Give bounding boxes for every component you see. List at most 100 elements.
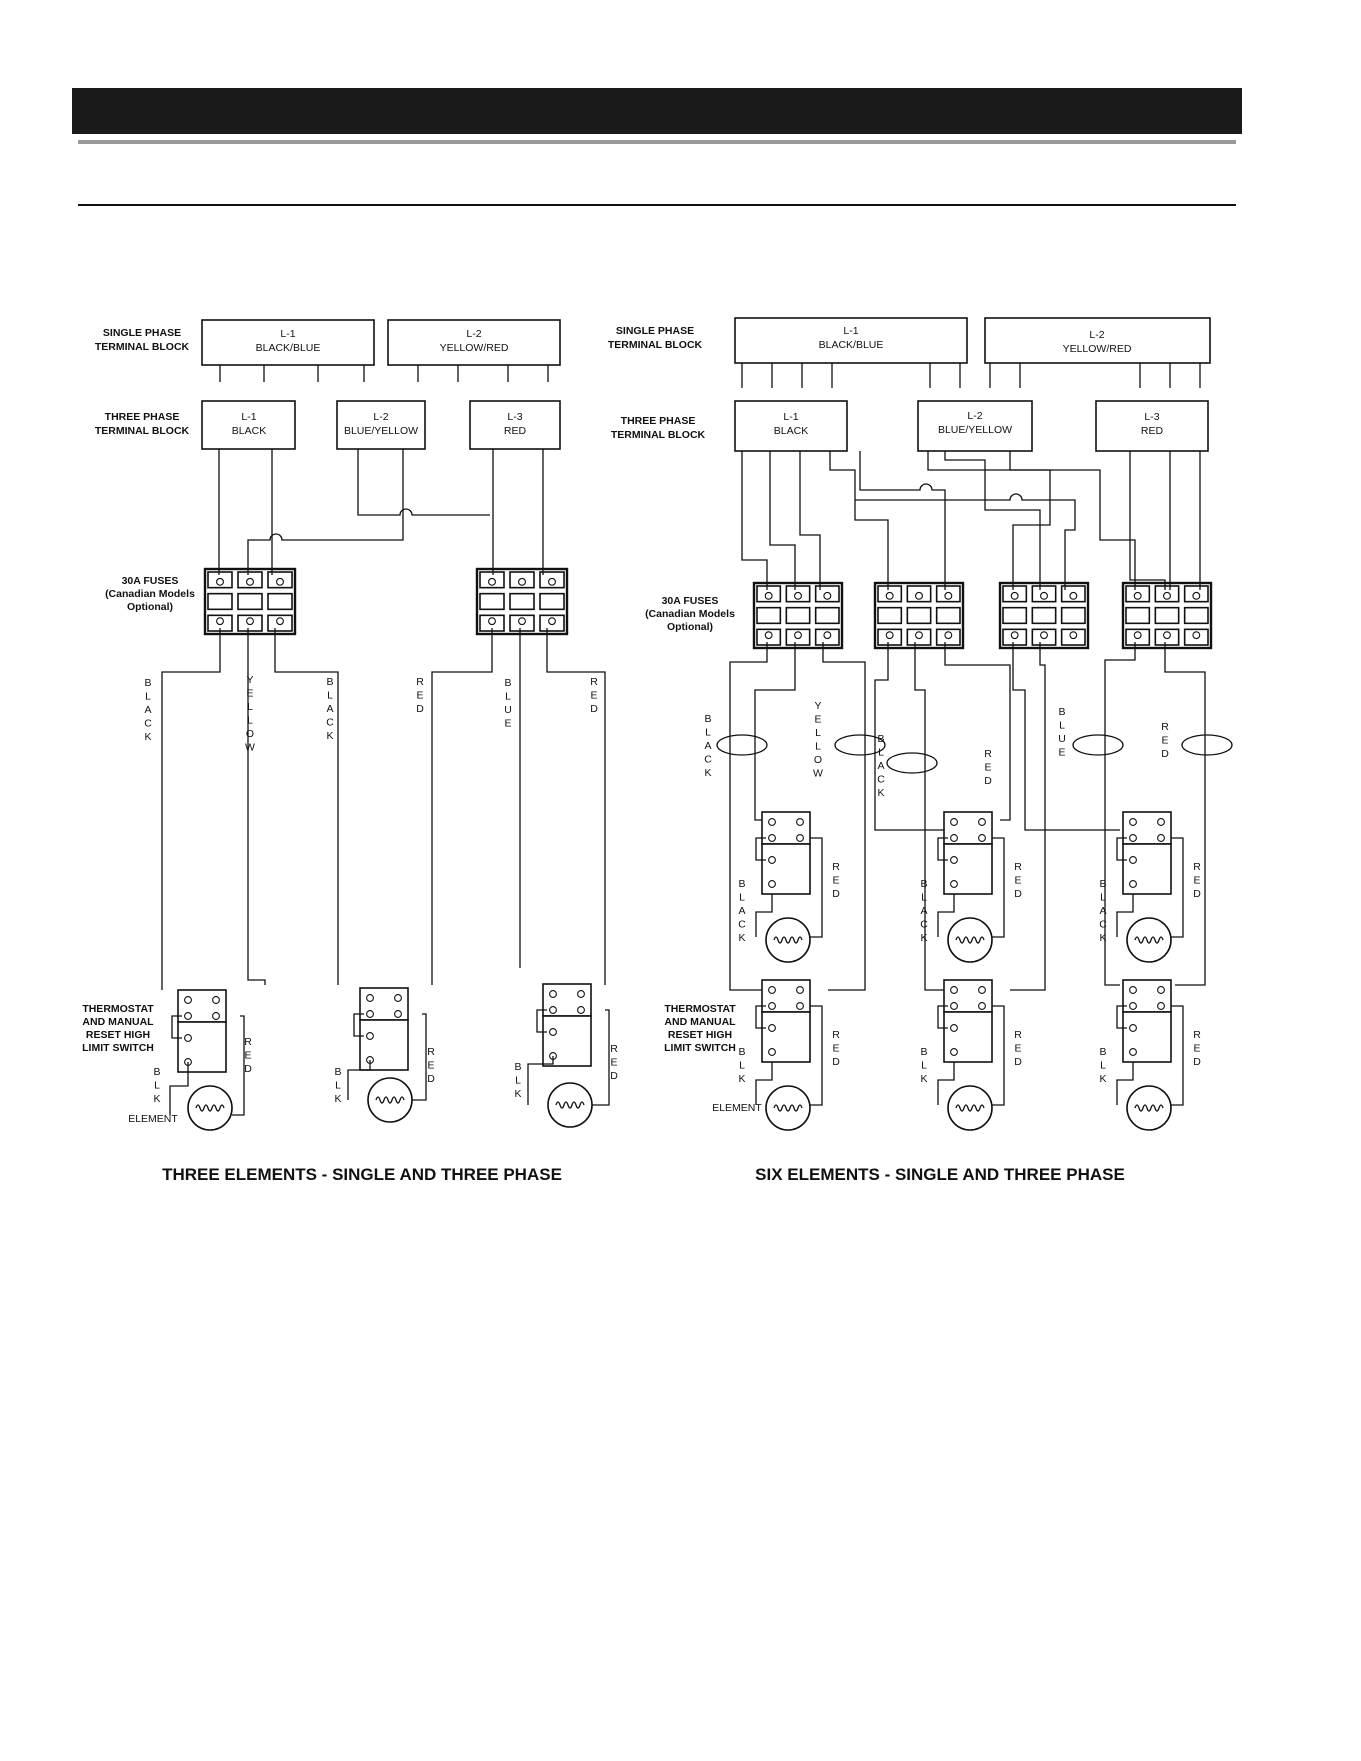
element-coil: [773, 936, 803, 944]
thermostat-switch-left-1: [171, 989, 227, 1073]
fuse-cell: [1183, 606, 1209, 625]
wire-blk-loop-r5: [937, 1062, 955, 1105]
wire-label-red-loop-3: RED: [610, 1043, 618, 1082]
wire-r-d: [829, 451, 889, 590]
heating-element: [947, 1085, 993, 1131]
r-wire-label-red-loop-4: RED: [832, 1029, 840, 1068]
r-fuses-label-3: Optional): [667, 621, 713, 633]
wire-r-black-1: [729, 642, 768, 991]
wire-r-drop-2a: [874, 642, 950, 831]
svg-text:B: B: [504, 677, 511, 689]
element-label-left: ELEMENT: [128, 1113, 178, 1125]
svg-text:C: C: [738, 919, 746, 931]
wire-r-blue-1: [944, 642, 1011, 821]
switch-terminal: [1129, 1024, 1137, 1032]
svg-text:B: B: [1099, 878, 1106, 890]
fuse-terminal: [276, 617, 284, 626]
svg-text:R: R: [832, 1029, 840, 1041]
thermostat-switch-right-1: [755, 811, 811, 895]
element-coil: [773, 1104, 803, 1112]
fuse-terminal: [1192, 591, 1201, 600]
svg-text:B: B: [144, 677, 151, 689]
wire-blk-loop-2: [347, 1060, 371, 1100]
r-wire-label-red-loop-5: RED: [1014, 1029, 1022, 1068]
r-wire-label-red-loop-3: RED: [1193, 861, 1201, 900]
svg-text:D: D: [1014, 1056, 1022, 1068]
fuse-terminal: [246, 577, 254, 586]
switch-terminal: [1129, 1048, 1137, 1056]
svg-text:K: K: [144, 731, 151, 743]
svg-text:E: E: [244, 1050, 251, 1062]
fuse-cell: [267, 592, 293, 611]
svg-text:D: D: [427, 1073, 435, 1085]
switch-terminal: [1129, 856, 1137, 864]
svg-text:D: D: [1193, 1056, 1201, 1068]
svg-text:E: E: [590, 690, 597, 702]
svg-text:R: R: [1161, 721, 1169, 733]
svg-text:K: K: [1099, 1073, 1106, 1085]
section-rule: [78, 204, 1236, 206]
svg-text:B: B: [1099, 1046, 1106, 1058]
heating-element: [547, 1082, 593, 1128]
wire-r-h: [944, 451, 1041, 590]
r-block-l2-name: L-2: [1089, 329, 1104, 341]
wire-r-red-3: [1104, 642, 1136, 986]
r-thermostat-label-3: RESET HIGH: [668, 1029, 732, 1041]
fuse-cell: [207, 592, 233, 611]
caption-left: THREE ELEMENTS - SINGLE AND THREE PHASE: [162, 1165, 562, 1184]
svg-text:C: C: [920, 919, 928, 931]
block-l1-color: BLACK/BLUE: [256, 342, 321, 354]
svg-text:E: E: [1014, 875, 1021, 887]
heating-element-right-4: [765, 1085, 811, 1131]
fuse-terminal: [276, 577, 284, 586]
svg-text:L: L: [739, 892, 745, 904]
thermostat-label-1: THERMOSTAT: [82, 1003, 154, 1015]
switch-terminal: [950, 986, 958, 994]
single-phase-block-l1: [201, 319, 375, 366]
header-rule: [78, 140, 1236, 144]
fuse-terminal: [488, 577, 496, 586]
svg-text:B: B: [514, 1061, 521, 1073]
svg-text:L: L: [1100, 892, 1106, 904]
svg-text:D: D: [1193, 888, 1201, 900]
svg-text:A: A: [704, 740, 711, 752]
svg-text:K: K: [334, 1093, 341, 1105]
switch-terminal: [394, 1010, 402, 1018]
thermostat-switch-left-2: [353, 987, 409, 1071]
svg-text:B: B: [153, 1066, 160, 1078]
switch-terminal: [549, 1028, 557, 1036]
wire-red-1: [431, 628, 493, 985]
jumper-wire: [1116, 837, 1127, 861]
fuse-cell: [1060, 606, 1086, 625]
switch-terminal: [978, 834, 986, 842]
svg-text:R: R: [590, 676, 598, 688]
svg-text:C: C: [877, 774, 885, 786]
r-wire-label-blk-6: BLK: [1099, 1046, 1106, 1085]
r-tp-block-l1-color: BLACK: [774, 425, 808, 437]
fuse-terminal: [1133, 591, 1142, 600]
limit-switch-body: [1122, 843, 1172, 895]
wire-blk-loop-r1: [755, 894, 773, 937]
switch-terminal: [978, 818, 986, 826]
fuse-cell: [756, 606, 782, 625]
switch-terminal: [1129, 986, 1137, 994]
three-phase-block-r-l1: [734, 400, 848, 452]
fuse-terminal: [216, 577, 224, 586]
wire-label-blk-2: BLK: [334, 1066, 341, 1105]
switch-terminal: [1157, 986, 1165, 994]
single-phase-block-r-l2: [984, 317, 1211, 364]
svg-text:L: L: [247, 715, 253, 727]
three-phase-label-1: THREE PHASE: [105, 411, 180, 423]
r-wire-label-blk-2: BLACK: [920, 878, 928, 944]
wire-r-g: [927, 451, 1051, 590]
jumper-wire: [171, 1015, 182, 1039]
svg-text:L: L: [921, 892, 927, 904]
three-phase-label-2: TERMINAL BLOCK: [95, 425, 190, 437]
tp-block-l3-color: RED: [504, 425, 527, 437]
wire-blk-loop-r6: [1116, 1062, 1134, 1105]
r-wire-label-blk-1: BLACK: [738, 878, 746, 944]
fuse-terminal: [823, 591, 832, 600]
jumper-wire: [937, 1005, 948, 1029]
tp-block-l2-color: BLUE/YELLOW: [344, 425, 418, 437]
fuse-cell: [1031, 606, 1057, 625]
